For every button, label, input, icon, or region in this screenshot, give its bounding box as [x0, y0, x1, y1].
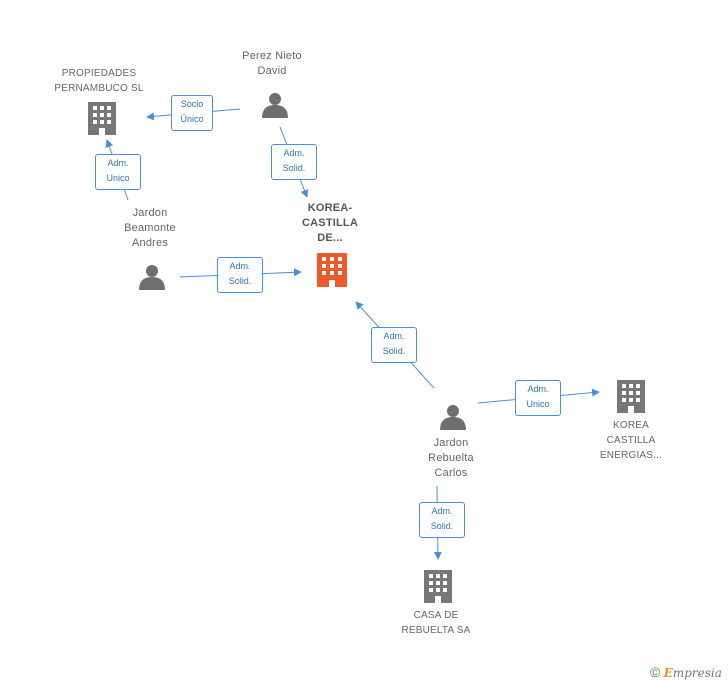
- label-line: Beamonte: [124, 222, 176, 234]
- empresia-credit[interactable]: © Empresia: [650, 664, 722, 680]
- person-label-perez[interactable]: Perez Nieto David: [222, 49, 322, 79]
- label-line: Rebuelta: [428, 452, 474, 464]
- building-icon[interactable]: [424, 570, 452, 603]
- edge-label-line: Unico: [106, 173, 130, 183]
- label-line: KOREA: [612, 420, 649, 431]
- edge-label-line: Adm.: [527, 384, 549, 394]
- brand-initial: E: [663, 666, 673, 680]
- edge-label-line: Único: [180, 114, 204, 124]
- edge-label-line: Unico: [526, 399, 550, 409]
- edge-label-adm-solid[interactable]: Adm. Solid.: [271, 144, 317, 180]
- focus-company-label[interactable]: KOREA- CASTILLA DE...: [290, 201, 370, 246]
- label-line: CASTILLA: [302, 217, 358, 229]
- edge-label-socio-unico[interactable]: Socio Único: [171, 95, 213, 131]
- label-line: DE...: [317, 232, 343, 244]
- edge-label-line: Solid.: [430, 521, 454, 531]
- edge-label-line: Adm.: [229, 261, 251, 271]
- label-line: Perez Nieto: [242, 50, 302, 62]
- building-icon[interactable]: [617, 380, 645, 413]
- edge-label-line: Solid.: [228, 276, 252, 286]
- empresia-logo: Empresia: [664, 666, 722, 680]
- edge-label-line: Adm.: [283, 148, 305, 158]
- edge-label-adm-solid[interactable]: Adm. Solid.: [371, 327, 417, 363]
- label-line: CASA DE: [413, 610, 459, 621]
- person-label-jardon-andres[interactable]: Jardon Beamonte Andres: [100, 206, 200, 251]
- building-icon[interactable]: [88, 102, 116, 135]
- label-line: PERNAMBUCO SL: [54, 83, 144, 94]
- label-line: Andres: [131, 237, 169, 249]
- brand-rest: mpresia: [672, 666, 722, 680]
- label-line: Jardon: [433, 437, 469, 449]
- edge-label-adm-solid[interactable]: Adm. Solid.: [217, 257, 263, 293]
- company-label-propiedades[interactable]: PROPIEDADES PERNAMBUCO SL: [44, 66, 154, 96]
- edge-label-adm-unico[interactable]: Adm. Unico: [515, 380, 561, 416]
- person-icon[interactable]: [440, 405, 466, 430]
- label-line: Jardon: [132, 207, 168, 219]
- label-line: KOREA-: [307, 202, 353, 214]
- edge-label-line: Solid.: [382, 346, 406, 356]
- label-line: CASTILLA: [606, 435, 656, 446]
- edge-label-line: Adm.: [431, 506, 453, 516]
- focus-building-icon[interactable]: [317, 253, 347, 287]
- label-line: REBUELTA SA: [401, 625, 471, 636]
- company-label-casa-rebuelta[interactable]: CASA DE REBUELTA SA: [384, 608, 488, 638]
- edge-label-line: Adm.: [383, 331, 405, 341]
- copyright-symbol: ©: [650, 664, 661, 680]
- person-icon[interactable]: [139, 265, 165, 290]
- edge-label-line: Adm.: [107, 158, 129, 168]
- label-line: Carlos: [434, 467, 468, 479]
- edge-label-line: Socio: [180, 99, 204, 109]
- label-line: PROPIEDADES: [61, 68, 137, 79]
- person-icon[interactable]: [262, 93, 288, 118]
- edge-label-line: Solid.: [282, 163, 306, 173]
- label-line: David: [257, 65, 287, 77]
- edge-label-adm-unico[interactable]: Adm. Unico: [95, 154, 141, 190]
- person-label-jardon-carlos[interactable]: Jardon Rebuelta Carlos: [401, 436, 501, 481]
- label-line: ENERGIAS...: [599, 450, 663, 461]
- company-label-korea-energias[interactable]: KOREA CASTILLA ENERGIAS...: [581, 418, 681, 463]
- edge-label-adm-solid[interactable]: Adm. Solid.: [419, 502, 465, 538]
